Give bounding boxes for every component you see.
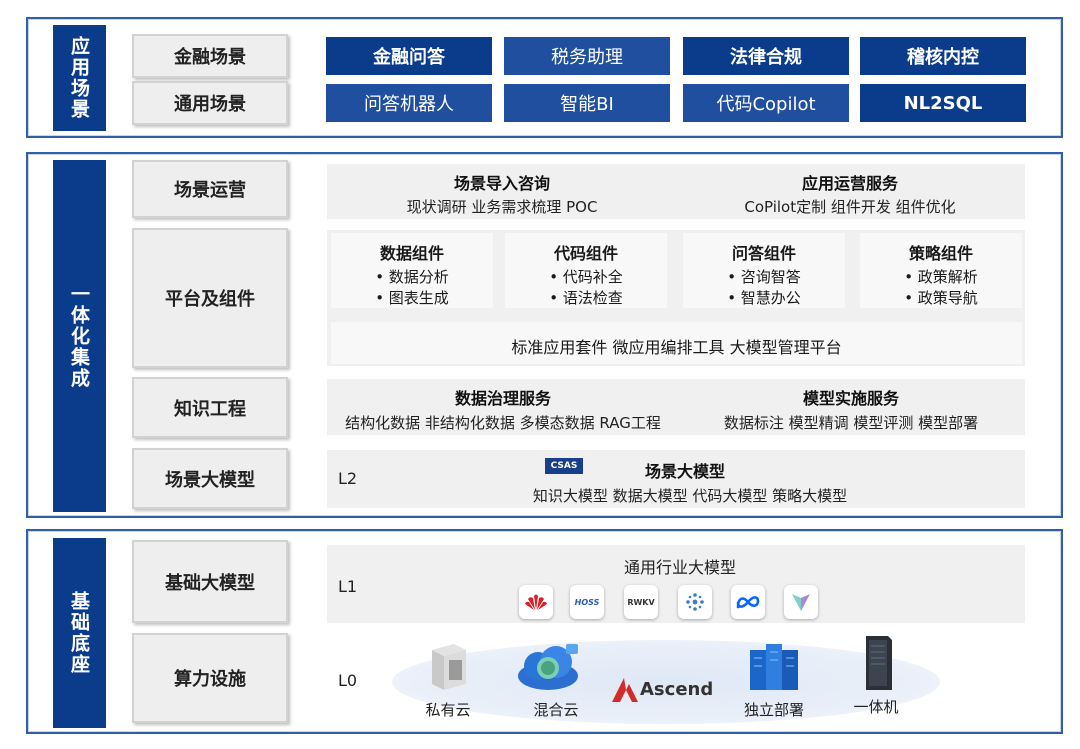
meta-logo — [731, 585, 765, 619]
category-general: 通用场景 — [132, 81, 288, 125]
server-icon — [428, 640, 468, 692]
scene-model-panel — [327, 450, 1025, 508]
all-in-one-label: 一体机 — [853, 698, 899, 716]
csas-logo: CSAS — [545, 458, 583, 474]
knowledge-right-items: 数据标注 模型精调 模型评测 模型部署 — [723, 414, 979, 432]
category-scene-ops: 场景运营 — [132, 160, 288, 218]
independent-deploy-label: 独立部署 — [743, 701, 804, 719]
rwkv-logo: RWKV — [624, 585, 658, 619]
compute-ellipse — [392, 640, 940, 724]
hybrid-cloud-label: 混合云 — [533, 701, 579, 719]
base-model-panel — [327, 545, 1025, 623]
tile-qa-robot[interactable]: 问答机器人 — [326, 84, 492, 122]
private-cloud-label: 私有云 — [425, 701, 471, 719]
scene-ops-panel — [327, 164, 1025, 219]
scene-model-title: 场景大模型 — [644, 462, 725, 481]
category-base-model: 基础大模型 — [132, 540, 288, 623]
knowledge-panel — [327, 379, 1025, 435]
card-code-component: 代码组件 • 代码补全 • 语法检查 — [505, 233, 667, 308]
ops-left-title: 场景导入咨询 — [453, 174, 550, 193]
rack-cluster-icon — [746, 640, 802, 694]
app-scenarios-label: 应用场景 — [53, 25, 106, 131]
card-policy-component: 策略组件 • 政策解析 • 政策导航 — [860, 233, 1022, 308]
ops-left-items: 现状调研 业务需求梳理 POC — [406, 198, 598, 216]
prism-logo — [784, 585, 818, 619]
tile-audit-control[interactable]: 稽核内控 — [860, 37, 1026, 75]
huawei-logo — [519, 585, 553, 619]
level-l2: L2 — [338, 469, 358, 488]
category-compute: 算力设施 — [132, 633, 288, 723]
category-platform: 平台及组件 — [132, 228, 288, 368]
level-l0: L0 — [338, 671, 358, 690]
knowledge-left-items: 结构化数据 非结构化数据 多模态数据 RAG工程 — [345, 414, 661, 432]
category-finance: 金融场景 — [132, 34, 288, 78]
tile-tax-assistant[interactable]: 税务助理 — [504, 37, 670, 75]
foundation-label: 基础底座 — [53, 538, 106, 728]
base-model-title: 通用行业大模型 — [623, 558, 736, 577]
knowledge-left-title: 数据治理服务 — [454, 389, 551, 408]
tile-legal-compliance[interactable]: 法律合规 — [683, 37, 849, 75]
knowledge-right-title: 模型实施服务 — [802, 389, 899, 408]
card-data-component: 数据组件 • 数据分析 • 图表生成 — [331, 233, 493, 308]
tile-nl2sql[interactable]: NL2SQL — [860, 84, 1026, 122]
tile-finance-qa[interactable]: 金融问答 — [326, 37, 492, 75]
category-scene-model: 场景大模型 — [132, 448, 288, 509]
platform-tools-bar: 标准应用套件 微应用编排工具 大模型管理平台 — [331, 322, 1022, 364]
ascend-label: Ascend — [640, 679, 714, 700]
ops-right-title: 应用运营服务 — [801, 174, 898, 193]
dots-logo — [678, 585, 712, 619]
tile-smart-bi[interactable]: 智能BI — [504, 84, 670, 122]
hoss-logo: HOSS — [570, 585, 604, 619]
cabinet-icon — [860, 632, 894, 692]
level-l1: L1 — [338, 577, 358, 596]
scene-model-items: 知识大模型 数据大模型 代码大模型 策略大模型 — [532, 487, 848, 505]
ops-right-items: CoPilot定制 组件开发 组件优化 — [744, 198, 956, 216]
hybrid-cloud-icon — [512, 638, 584, 694]
integration-label: 一体化集成 — [53, 160, 106, 512]
tile-code-copilot[interactable]: 代码Copilot — [683, 84, 849, 122]
card-qa-component: 问答组件 • 咨询智答 • 智慧办公 — [683, 233, 845, 308]
ascend-icon — [610, 676, 640, 704]
category-knowledge: 知识工程 — [132, 377, 288, 438]
